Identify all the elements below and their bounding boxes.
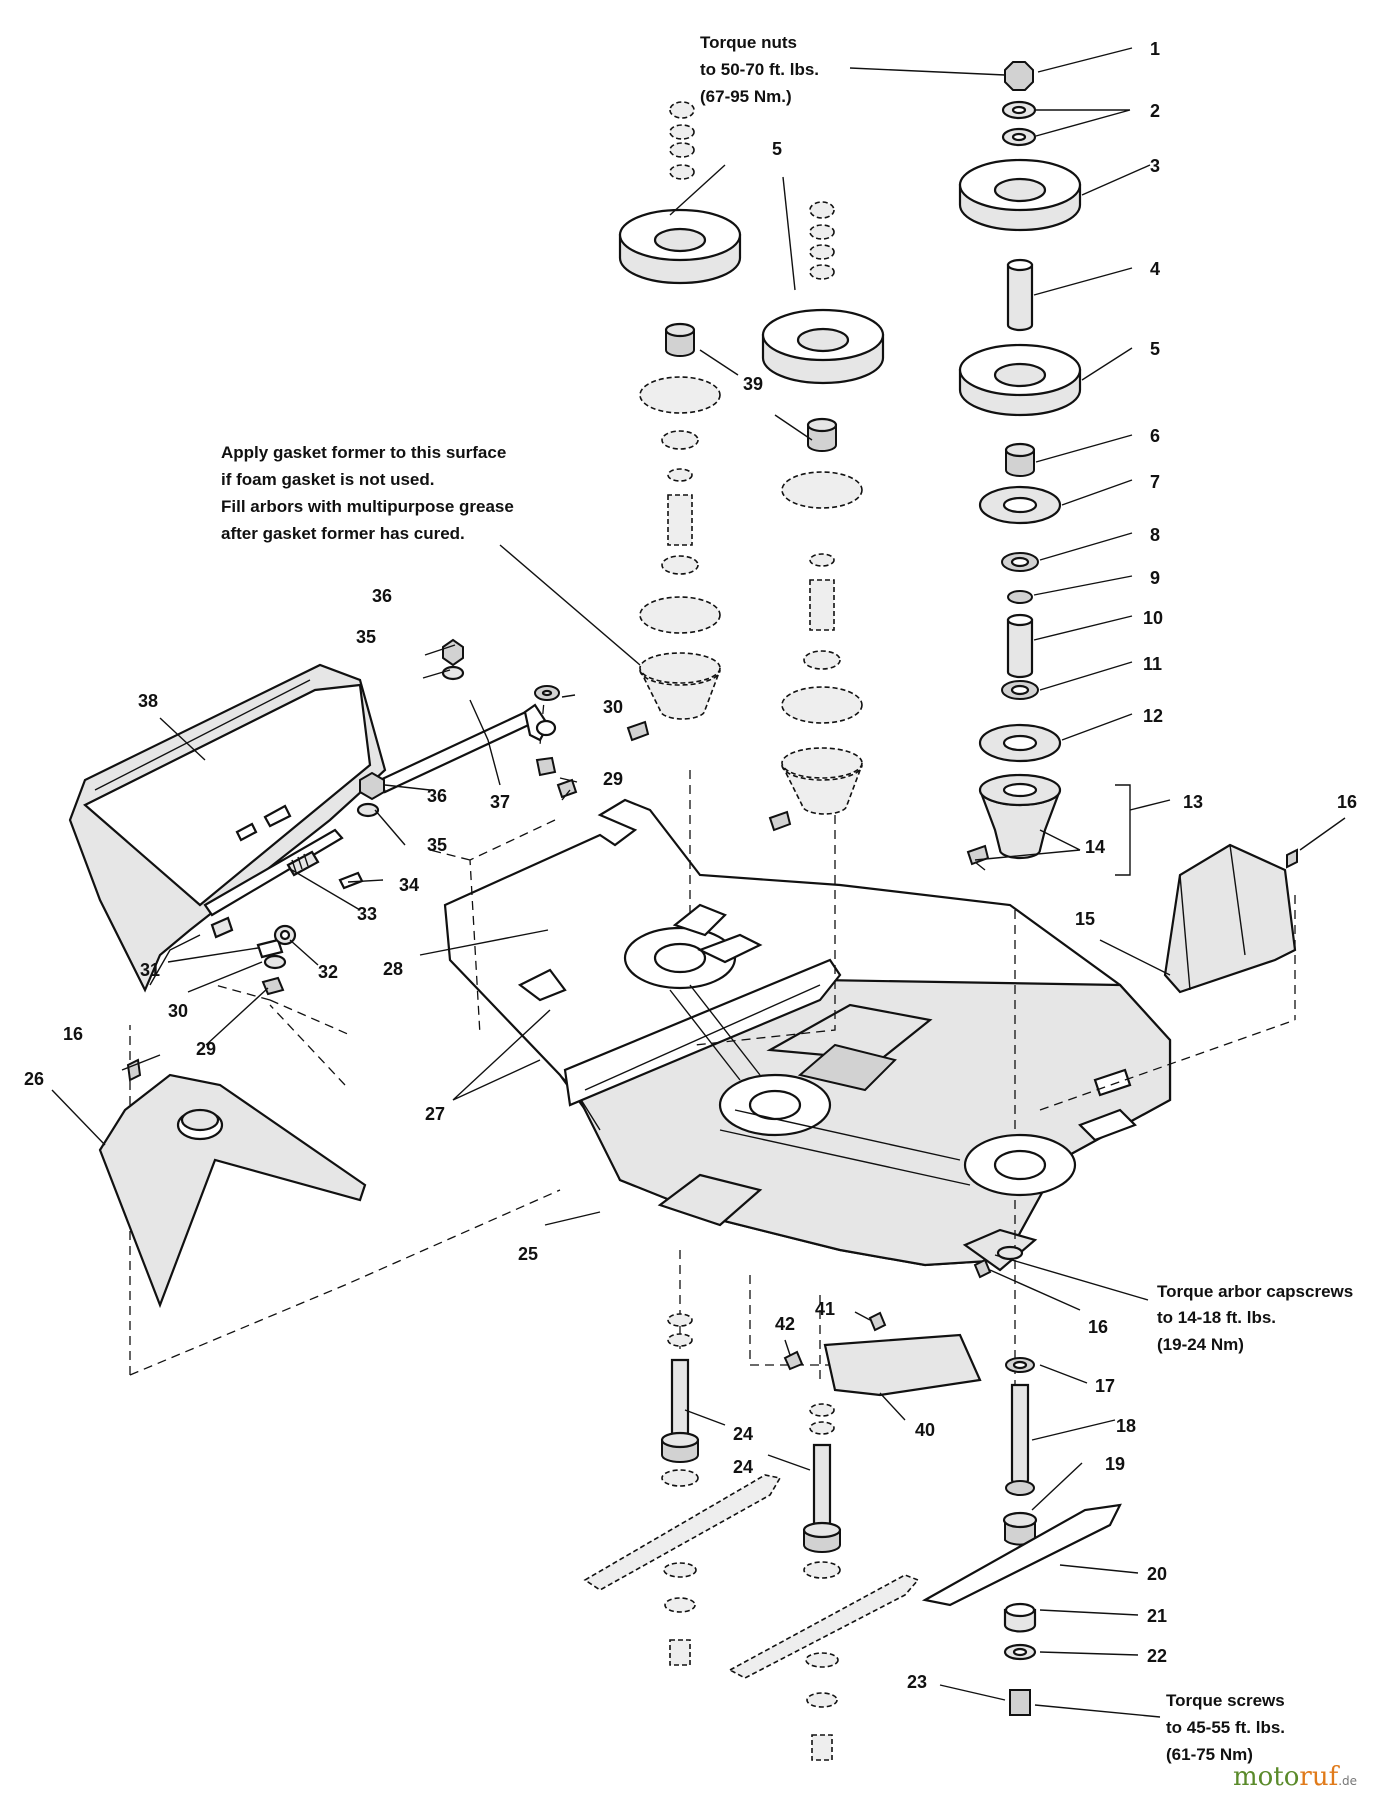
svg-text:(19-24 Nm): (19-24 Nm): [1157, 1335, 1244, 1354]
callout: 28: [383, 959, 403, 979]
callout: 11: [1143, 654, 1162, 674]
baffle-plate: [783, 1311, 982, 1397]
left-spindle-stack: [618, 101, 742, 742]
middle-spindle-stack: [761, 201, 885, 832]
torque-screws-note: Torque screws to 45-55 ft. lbs. (61-75 N…: [1166, 1691, 1285, 1764]
callout: 26: [24, 1069, 44, 1089]
callout: 25: [518, 1244, 538, 1264]
callout: 30: [168, 1001, 188, 1021]
callout: 5: [772, 139, 782, 159]
callout: 4: [1150, 259, 1160, 279]
callout: 5: [1150, 339, 1160, 359]
callout: 16: [1337, 792, 1357, 812]
svg-text:Torque arbor capscrews: Torque arbor capscrews: [1157, 1282, 1353, 1301]
leader-lines: [51, 47, 1346, 1718]
callout: 18: [1116, 1416, 1136, 1436]
svg-text:(61-75 Nm): (61-75 Nm): [1166, 1745, 1253, 1764]
svg-text:to 50-70 ft. lbs.: to 50-70 ft. lbs.: [700, 60, 819, 79]
callout: 33: [357, 904, 377, 924]
discharge-deflector: [68, 638, 578, 996]
callout: 15: [1075, 909, 1095, 929]
callout: 6: [1150, 426, 1160, 446]
svg-text:Torque screws: Torque screws: [1166, 1691, 1285, 1710]
callout: 30: [603, 697, 623, 717]
left-blade-spindle: [583, 1313, 782, 1666]
svg-text:to 14-18 ft. lbs.: to 14-18 ft. lbs.: [1157, 1308, 1276, 1327]
callout: 14: [1085, 837, 1105, 857]
callout: 21: [1147, 1606, 1167, 1626]
callout: 32: [318, 962, 338, 982]
callout-numbers: 1 2 3 4 5 6 7 8 9 10 11 12 13 14 15 16 1…: [24, 39, 1357, 1692]
callout: 34: [399, 875, 419, 895]
right-spindle-stack: [958, 61, 1082, 871]
gasket-note: Apply gasket former to this surface if f…: [221, 443, 514, 543]
callout: 27: [425, 1104, 445, 1124]
callout: 24: [733, 1457, 753, 1477]
callout: 40: [915, 1420, 935, 1440]
assembly-lines: [129, 689, 1296, 1395]
callout: 1: [1150, 39, 1160, 59]
callout: 3: [1150, 156, 1160, 176]
callout: 38: [138, 691, 158, 711]
mower-deck-housing: [443, 798, 1172, 1272]
svg-text:Torque nuts: Torque nuts: [700, 33, 797, 52]
svg-text:motoruf.de: motoruf.de: [1233, 1762, 1357, 1792]
callout: 24: [733, 1424, 753, 1444]
callout: 7: [1150, 472, 1160, 492]
callout: 39: [743, 374, 763, 394]
callout: 35: [356, 627, 376, 647]
callout: 29: [196, 1039, 216, 1059]
callout: 41: [815, 1299, 835, 1319]
callout: 16: [63, 1024, 83, 1044]
left-spindle-cover: [98, 1058, 367, 1309]
callout: 9: [1150, 568, 1160, 588]
svg-text:after gasket former has cured.: after gasket former has cured.: [221, 524, 465, 543]
svg-text:Fill arbors with multipurpose: Fill arbors with multipurpose grease: [221, 497, 514, 516]
svg-text:Apply gasket former to this su: Apply gasket former to this surface: [221, 443, 506, 462]
arbor-capscrews-note: Torque arbor capscrews to 14-18 ft. lbs.…: [1157, 1282, 1353, 1354]
right-blade-spindle: [921, 1357, 1122, 1716]
callout: 42: [775, 1314, 795, 1334]
callout: 2: [1150, 101, 1160, 121]
callout: 22: [1147, 1646, 1167, 1666]
callout: 36: [372, 586, 392, 606]
callout: 31: [140, 960, 160, 980]
callout: 12: [1143, 706, 1163, 726]
callout: 17: [1095, 1376, 1115, 1396]
misc-hardware: [973, 1245, 1024, 1279]
callout: 20: [1147, 1564, 1167, 1584]
callout: 37: [490, 792, 510, 812]
callout: 35: [427, 835, 447, 855]
callout: 10: [1143, 608, 1163, 628]
callout: 23: [907, 1672, 927, 1692]
callout: 19: [1105, 1454, 1125, 1474]
callout: 16: [1088, 1317, 1108, 1337]
callout: 13: [1183, 792, 1203, 812]
callout: 8: [1150, 525, 1160, 545]
svg-text:(67-95 Nm.): (67-95 Nm.): [700, 87, 792, 106]
right-spindle-cover: [1163, 843, 1298, 994]
svg-text:if foam gasket is not used.: if foam gasket is not used.: [221, 470, 435, 489]
callout: 36: [427, 786, 447, 806]
torque-nuts-note: Torque nuts to 50-70 ft. lbs. (67-95 Nm.…: [700, 33, 819, 106]
callout: 29: [603, 769, 623, 789]
svg-text:to 45-55 ft. lbs.: to 45-55 ft. lbs.: [1166, 1718, 1285, 1737]
watermark-logo: motoruf.de: [1233, 1762, 1357, 1792]
middle-blade-spindle: [728, 1403, 920, 1761]
